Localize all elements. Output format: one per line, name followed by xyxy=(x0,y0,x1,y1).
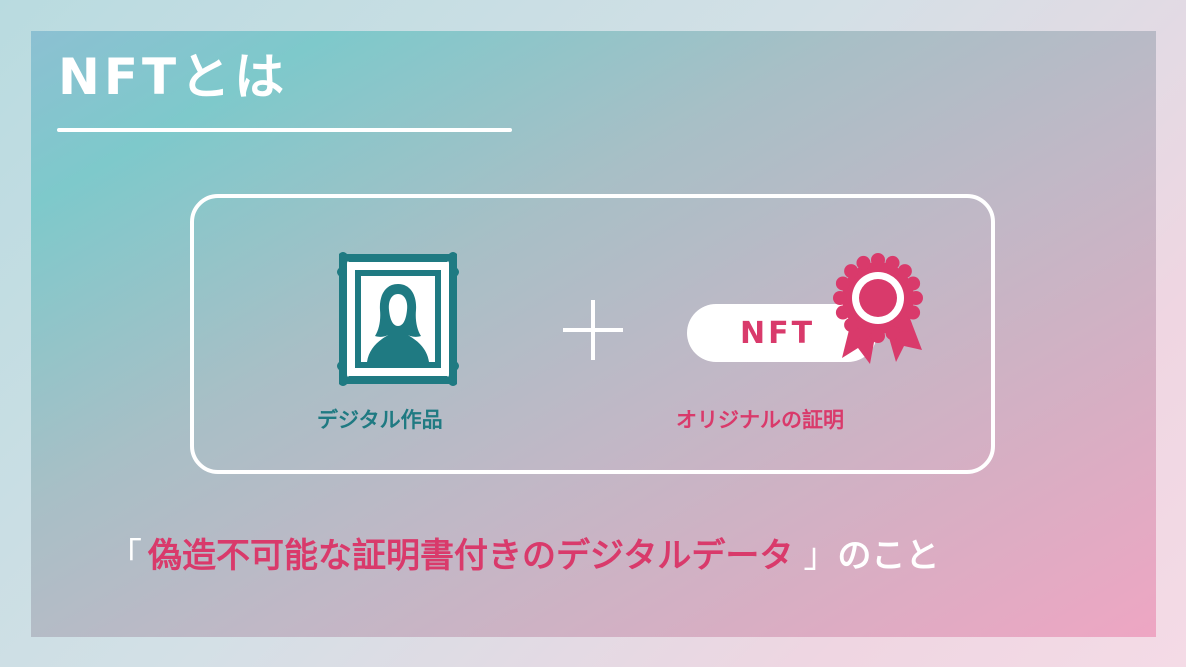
award-rosette-icon xyxy=(833,253,923,364)
framed-portrait-icon xyxy=(337,252,459,386)
title-underline xyxy=(57,128,512,132)
diagram-card xyxy=(190,194,995,474)
tagline-suffix: のこと xyxy=(837,536,940,576)
tagline: 「偽造不可能な証明書付きのデジタルデータ」のこと xyxy=(108,536,939,577)
nft-badge-label: NFT xyxy=(740,316,816,351)
page-title: NFTとは xyxy=(58,48,289,106)
proof-of-originality-caption: オリジナルの証明 xyxy=(676,408,844,432)
tagline-close-bracket: 」 xyxy=(803,536,838,576)
tagline-open-bracket: 「 xyxy=(108,536,142,576)
digital-artwork-caption: デジタル作品 xyxy=(317,408,443,432)
plus-icon xyxy=(563,300,623,360)
tagline-highlight: 偽造不可能な証明書付きのデジタルデータ xyxy=(148,536,794,576)
